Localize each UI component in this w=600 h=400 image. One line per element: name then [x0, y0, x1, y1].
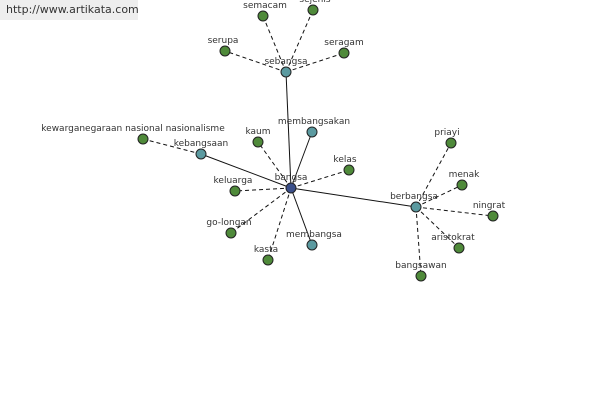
node-menak[interactable]: menak — [449, 170, 481, 191]
node-semacam[interactable]: semacam — [243, 1, 287, 22]
edge-bangsa-berbangsa — [290, 187, 417, 208]
node-kasta[interactable]: kasta — [254, 245, 278, 266]
watermark-url: http://www.artikata.com — [0, 0, 139, 20]
node-label-seragam: seragam — [324, 38, 363, 48]
node-dot-membangsakan[interactable] — [306, 126, 318, 138]
edge-bangsa-sebangsa — [285, 71, 292, 189]
node-dot-kelas[interactable] — [343, 164, 355, 176]
edge-bangsa-golongan — [230, 187, 292, 234]
node-label-golongan: go-longan — [206, 218, 251, 228]
node-label-kasta: kasta — [254, 245, 278, 255]
edge-sebangsa-serupa — [224, 50, 287, 73]
node-label-kewarganegaraan: kewarganegaraan nasional nasionalisme — [41, 124, 225, 134]
edge-berbangsa-bangsawan — [415, 206, 422, 277]
node-dot-bangsawan[interactable] — [415, 270, 427, 282]
node-dot-priayi[interactable] — [445, 137, 457, 149]
edge-berbangsa-priayi — [415, 142, 452, 208]
node-aristokrat[interactable]: aristokrat — [431, 233, 475, 254]
node-dot-kebangsaan[interactable] — [195, 148, 207, 160]
node-label-kaum: kaum — [245, 127, 270, 137]
edge-kebangsaan-kewarganegaraan — [142, 138, 202, 155]
node-label-kebangsaan: kebangsaan — [174, 139, 229, 149]
node-kewarganegaraan[interactable]: kewarganegaraan nasional nasionalisme — [41, 124, 225, 145]
node-label-sejenis: sejenis — [299, 0, 330, 5]
node-seragam[interactable]: seragam — [324, 38, 364, 59]
node-label-membangsakan: membangsakan — [278, 117, 350, 127]
node-dot-aristokrat[interactable] — [453, 242, 465, 254]
node-membangsa[interactable]: membangsa — [286, 230, 342, 251]
node-priayi[interactable]: priayi — [434, 128, 460, 149]
node-dot-seragam[interactable] — [338, 47, 350, 59]
node-sejenis[interactable]: sejenis — [299, 0, 331, 16]
node-dot-serupa[interactable] — [219, 45, 231, 57]
node-membangsakan[interactable]: membangsakan — [278, 117, 350, 138]
node-dot-kewarganegaraan[interactable] — [137, 133, 149, 145]
node-dot-sejenis[interactable] — [307, 4, 319, 16]
node-keluarga[interactable]: keluarga — [214, 176, 253, 197]
node-dot-sebangsa[interactable] — [280, 66, 292, 78]
node-kelas[interactable]: kelas — [333, 155, 357, 176]
node-kaum[interactable]: kaum — [245, 127, 271, 148]
node-dot-kaum[interactable] — [252, 136, 264, 148]
node-sebangsa[interactable]: sebangsa — [264, 57, 308, 78]
edge-bangsa-kasta — [267, 187, 292, 261]
node-golongan[interactable]: go-longan — [206, 218, 252, 239]
edge-bangsa-keluarga — [234, 187, 292, 192]
edge-bangsa-kebangsaan — [200, 153, 292, 189]
node-bangsa[interactable]: bangsa — [275, 173, 308, 194]
node-label-ningrat: ningrat — [473, 201, 506, 211]
node-label-kelas: kelas — [333, 155, 356, 165]
node-dot-berbangsa[interactable] — [410, 201, 422, 213]
node-dot-kasta[interactable] — [262, 254, 274, 266]
edge-berbangsa-ningrat — [415, 206, 494, 217]
node-berbangsa[interactable]: berbangsa — [390, 192, 438, 213]
edge-sebangsa-seragam — [285, 52, 345, 73]
node-label-menak: menak — [449, 170, 481, 180]
edge-sebangsa-sejenis — [285, 9, 314, 73]
node-label-serupa: serupa — [208, 36, 239, 46]
node-ningrat[interactable]: ningrat — [473, 201, 506, 222]
node-dot-menak[interactable] — [456, 179, 468, 191]
node-label-berbangsa: berbangsa — [390, 192, 438, 202]
edge-sebangsa-semacam — [262, 15, 287, 73]
edge-berbangsa-menak — [415, 184, 463, 208]
edge-bangsa-membangsa — [290, 187, 313, 246]
node-label-sebangsa: sebangsa — [264, 57, 307, 67]
node-bangsawan[interactable]: bangsawan — [395, 261, 447, 282]
node-dot-golongan[interactable] — [225, 227, 237, 239]
edge-bangsa-membangsakan — [290, 131, 313, 189]
node-layer: bangsa sebangsa kebangsaan membangsakan memb… — [41, 0, 506, 282]
edge-bangsa-kaum — [257, 141, 292, 189]
node-dot-bangsa[interactable] — [285, 182, 297, 194]
node-dot-ningrat[interactable] — [487, 210, 499, 222]
node-label-bangsawan: bangsawan — [395, 261, 446, 271]
node-dot-membangsa[interactable] — [306, 239, 318, 251]
node-label-membangsa: membangsa — [286, 230, 342, 240]
node-label-bangsa: bangsa — [275, 173, 308, 183]
node-kebangsaan[interactable]: kebangsaan — [174, 139, 229, 160]
node-label-priayi: priayi — [434, 128, 459, 138]
node-dot-semacam[interactable] — [257, 10, 269, 22]
node-dot-keluarga[interactable] — [229, 185, 241, 197]
node-serupa[interactable]: serupa — [208, 36, 239, 57]
node-label-keluarga: keluarga — [214, 176, 253, 186]
edge-bangsa-kelas — [290, 169, 350, 189]
node-label-aristokrat: aristokrat — [431, 233, 475, 243]
edge-berbangsa-aristokrat — [415, 206, 460, 249]
node-label-semacam: semacam — [243, 1, 287, 11]
edge-layer — [142, 9, 494, 277]
